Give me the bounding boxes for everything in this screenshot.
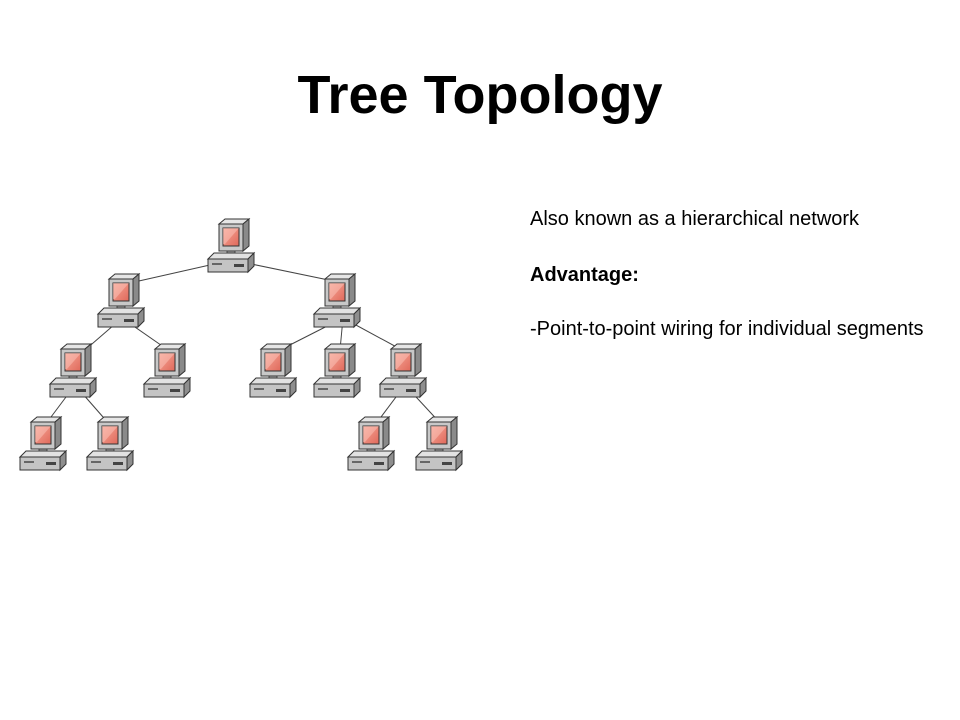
node-l2-a	[49, 343, 97, 398]
desktop-computer-icon	[86, 416, 134, 471]
advantage-heading: Advantage:	[530, 264, 639, 286]
node-l1-left	[97, 273, 145, 328]
slide-title: Tree Topology	[297, 65, 663, 125]
node-l3-b	[86, 416, 134, 471]
desktop-computer-icon	[49, 343, 97, 398]
network-links	[44, 259, 443, 426]
desktop-computer-icon	[207, 218, 255, 273]
desktop-computer-icon	[379, 343, 427, 398]
text-panel: Also known as a hierarchical network Adv…	[530, 207, 930, 341]
node-root	[207, 218, 255, 273]
node-l1-right	[313, 273, 361, 328]
node-l3-a	[19, 416, 67, 471]
node-l3-c	[347, 416, 395, 471]
desktop-computer-icon	[143, 343, 191, 398]
desktop-computer-icon	[313, 273, 361, 328]
desktop-computer-icon	[19, 416, 67, 471]
desktop-computer-icon	[97, 273, 145, 328]
node-l2-d	[313, 343, 361, 398]
topology-description: Also known as a hierarchical network	[530, 208, 860, 230]
node-l2-e	[379, 343, 427, 398]
node-l3-d	[415, 416, 463, 471]
node-l2-b	[143, 343, 191, 398]
desktop-computer-icon	[415, 416, 463, 471]
desktop-computer-icon	[347, 416, 395, 471]
desktop-computer-icon	[313, 343, 361, 398]
node-l2-c	[249, 343, 297, 398]
advantage-item: -Point-to-point wiring for individual se…	[530, 318, 924, 340]
desktop-computer-icon	[249, 343, 297, 398]
